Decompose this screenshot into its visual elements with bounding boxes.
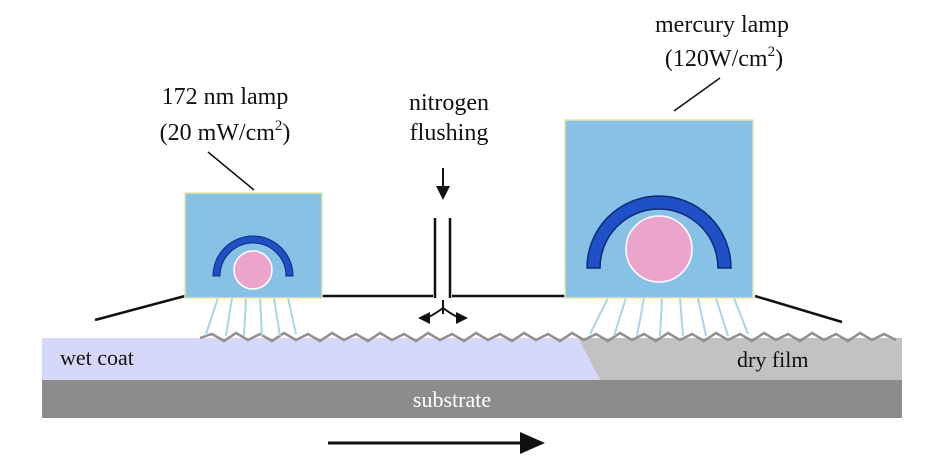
wet-coat-label: wet coat <box>60 345 134 370</box>
mercury-lamp-power-prefix: (120W/cm <box>665 46 768 72</box>
right-slant-line <box>754 294 843 324</box>
uv-rays-large <box>589 297 749 337</box>
mercury-lamp-leader-line <box>673 77 721 112</box>
dry-film-label: dry film <box>737 347 809 372</box>
uv-rays-small <box>205 297 297 337</box>
mercury-lamp-label: mercury lamp <box>655 12 789 38</box>
substrate-label: substrate <box>413 387 491 412</box>
movement-direction-arrow <box>328 432 545 454</box>
lamp-172nm-reflector <box>212 235 294 277</box>
nitrogen-inflow-arrow <box>436 168 450 200</box>
lamp-172nm-leader-line <box>207 151 255 191</box>
lamp-172nm-bulb <box>233 250 273 290</box>
nitrogen-label-line1: nitrogen <box>409 90 489 116</box>
substrate-layer <box>42 380 902 418</box>
coating-surface-line <box>199 331 897 343</box>
nitrogen-nozzle <box>433 218 452 298</box>
mercury-lamp-reflector <box>586 195 732 269</box>
mercury-lamp-power-suffix: ) <box>775 46 783 72</box>
mercury-lamp-power-label: (120W/cm2) <box>665 44 783 72</box>
lamp-172nm-power-label: (20 mW/cm2) <box>160 118 291 146</box>
mercury-lamp-power-exponent: 2 <box>768 44 776 60</box>
mercury-lamp-bulb <box>625 215 693 283</box>
lamp-172nm-label: 172 nm lamp <box>162 84 289 110</box>
wet-coat-layer <box>42 338 600 380</box>
nitrogen-outflow-arrows <box>418 300 468 324</box>
nitrogen-label-line2: flushing <box>410 120 489 146</box>
left-slant-line <box>94 294 186 322</box>
lamp-172nm-power-suffix: ) <box>282 120 290 146</box>
dry-film-layer <box>578 338 902 380</box>
lamp-172nm-power-exponent: 2 <box>275 118 283 134</box>
lamp-172nm-power-prefix: (20 mW/cm <box>160 120 276 146</box>
